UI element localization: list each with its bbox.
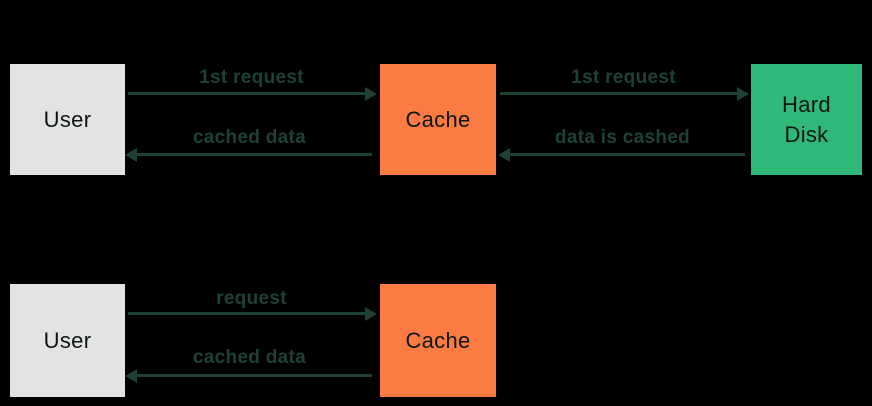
- cache-label: Cache: [405, 327, 471, 353]
- arrow-label-cache-to-user: cached data: [192, 127, 307, 148]
- arrow-user-to-cache: [128, 87, 377, 101]
- arrow-label-cache-to-user: cached data: [192, 347, 307, 368]
- arrow-cache-to-user: [125, 148, 372, 162]
- arrow-line: [128, 312, 367, 315]
- arrow-cache-to-user: [125, 369, 372, 383]
- arrow-label-disk-to-cache: data is cashed: [554, 127, 691, 148]
- user-label: User: [43, 106, 92, 132]
- user-box: User: [10, 64, 125, 175]
- arrowhead-right-icon: [365, 307, 377, 321]
- arrow-user-to-cache: [128, 307, 377, 321]
- arrowhead-left-icon: [498, 148, 510, 162]
- arrow-label-user-to-cache: request: [216, 288, 287, 309]
- arrow-label-cache-to-disk: 1st request: [571, 67, 676, 88]
- arrowhead-left-icon: [125, 369, 137, 383]
- arrow-line: [128, 92, 367, 95]
- hard-disk-label: Hard Disk: [782, 91, 831, 147]
- cache-box: Cache: [380, 284, 496, 397]
- arrow-line: [135, 153, 372, 156]
- hard-disk-box: Hard Disk: [751, 64, 862, 175]
- cache-label: Cache: [405, 106, 471, 132]
- arrow-line: [508, 153, 745, 156]
- cache-box: Cache: [380, 64, 496, 175]
- user-label: User: [43, 327, 92, 353]
- arrowhead-left-icon: [125, 148, 137, 162]
- arrow-label-user-to-cache: 1st request: [199, 67, 304, 88]
- arrow-line: [500, 92, 739, 95]
- arrowhead-right-icon: [365, 87, 377, 101]
- arrowhead-right-icon: [737, 87, 749, 101]
- user-box: User: [10, 284, 125, 397]
- arrow-cache-to-disk: [500, 87, 749, 101]
- arrow-line: [135, 374, 372, 377]
- arrow-disk-to-cache: [498, 148, 745, 162]
